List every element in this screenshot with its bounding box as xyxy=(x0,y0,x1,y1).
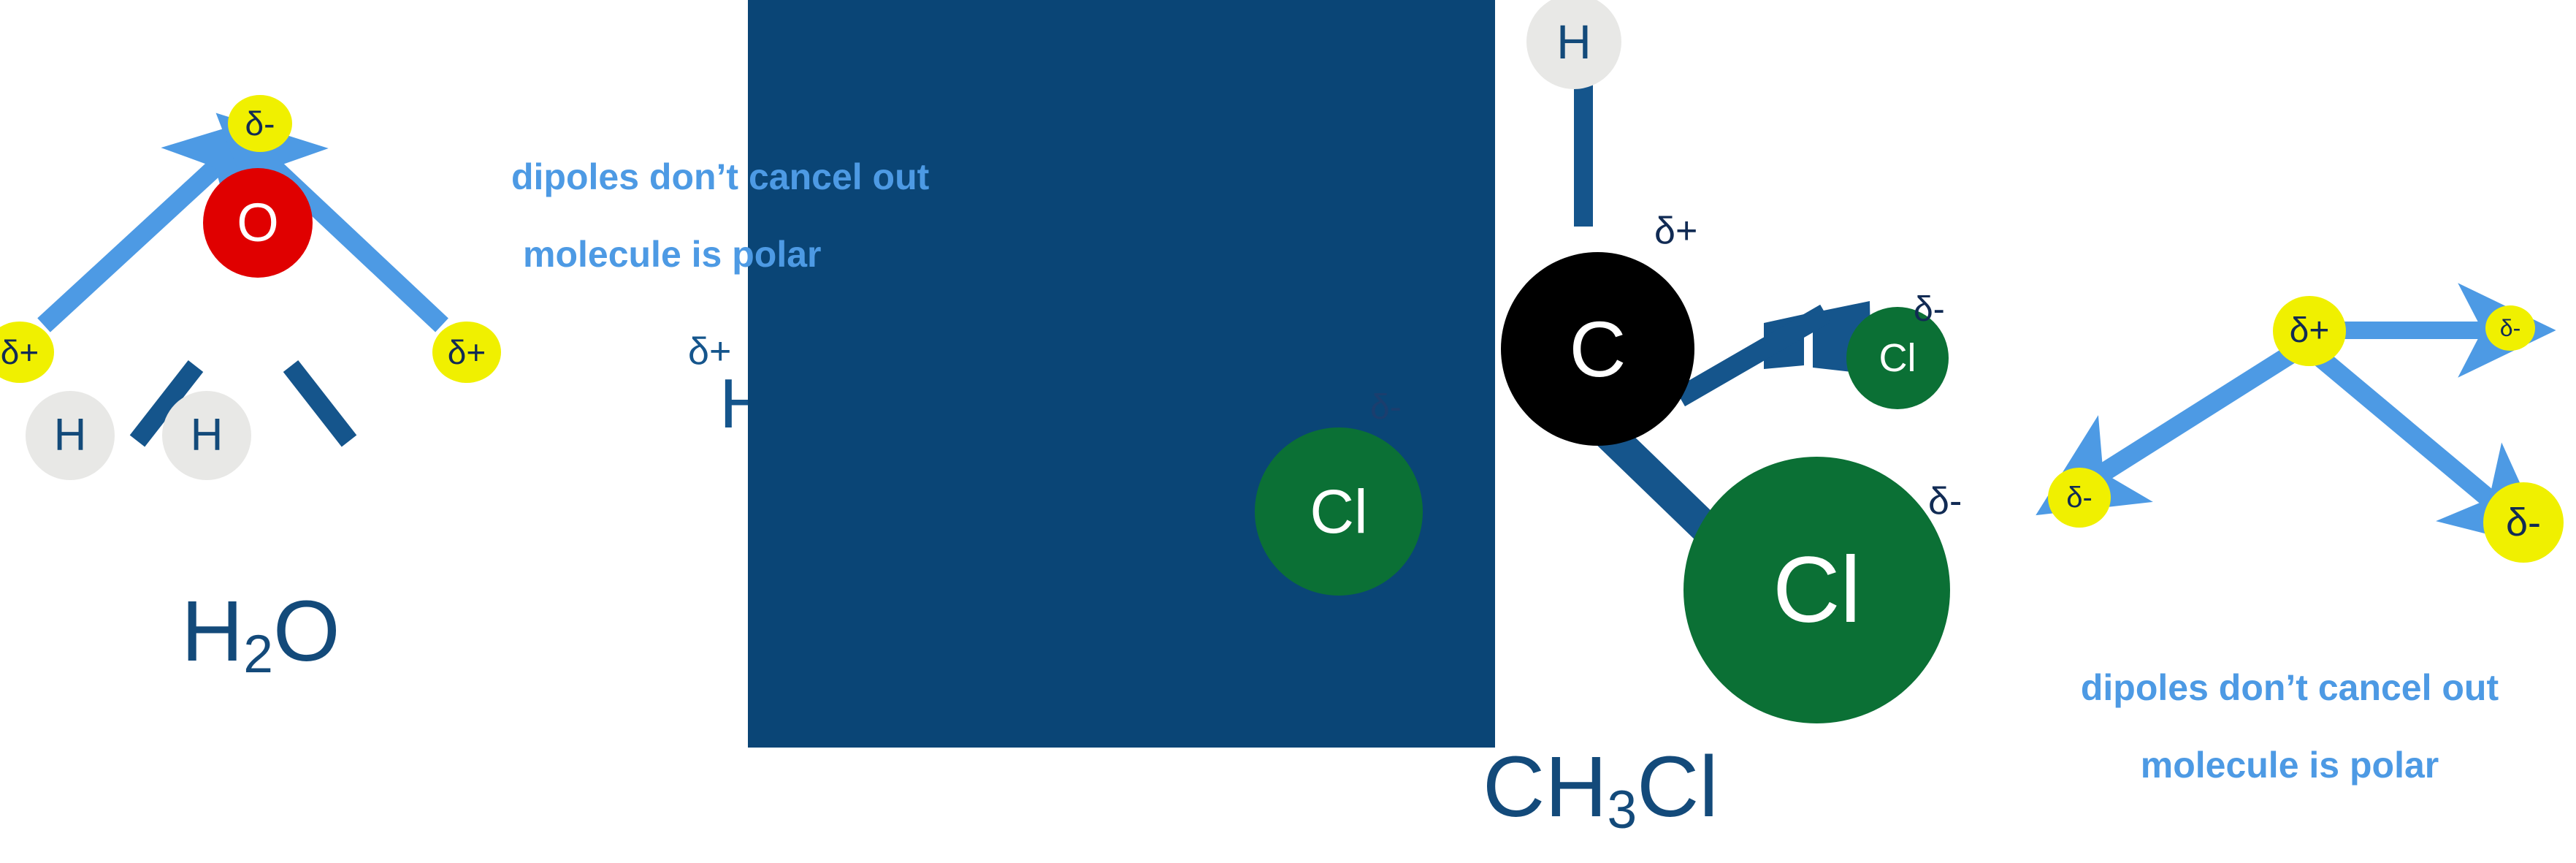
charge-delta-minus-chlorine-small: δ- xyxy=(1914,292,1945,327)
charge-label: δ+ xyxy=(2289,311,2330,350)
dipole-target-lower-left: δ- xyxy=(2048,468,2111,528)
dipole-caption-line-1: dipoles don’t cancel out xyxy=(2080,667,2499,708)
atom-hydrogen-left: H xyxy=(26,391,115,480)
atom-label: C xyxy=(1569,304,1627,393)
charge-delta-minus-chlorine-left: δ- xyxy=(1370,390,1402,425)
atom-oxygen: O xyxy=(203,168,313,278)
charge-label: δ- xyxy=(1928,480,1962,522)
formula-water: H2O xyxy=(181,588,340,681)
formula-subscript-3: 3 xyxy=(1607,780,1637,840)
charge-label: δ- xyxy=(2505,501,2542,544)
center-caption-line-1: dipoles don’t cancel out xyxy=(511,156,930,197)
charge-delta-minus-chlorine-large: δ- xyxy=(1928,482,1962,520)
charge-label: δ+ xyxy=(688,330,732,373)
atom-hydrogen-right: H xyxy=(162,391,251,480)
charge-label: δ+ xyxy=(1654,210,1698,252)
charge-label: δ+ xyxy=(447,333,486,371)
center-caption-line-2: molecule is polar xyxy=(523,234,822,275)
atom-label: H xyxy=(53,410,87,460)
atom-hydrogen-top: H xyxy=(1526,0,1621,89)
dipole-target-right: δ- xyxy=(2485,305,2535,351)
formula-part-o: O xyxy=(272,583,340,680)
bond-c-cl-left xyxy=(1675,304,1831,407)
charge-delta-plus-right: δ+ xyxy=(432,322,501,383)
charge-label: δ+ xyxy=(0,333,39,371)
obscured-charge-delta-plus-h: δ+ xyxy=(688,332,731,370)
dipole-vector-caption: dipoles don’t cancel out molecule is pol… xyxy=(2001,630,2576,824)
charge-label: δ- xyxy=(245,104,275,142)
charge-delta-plus-carbon: δ+ xyxy=(1654,212,1697,250)
atom-label: Cl xyxy=(1879,336,1916,380)
atom-label: O xyxy=(237,192,279,253)
atom-label: H xyxy=(190,410,223,460)
dipole-target-lower-right: δ- xyxy=(2483,482,2564,563)
bond-o-h-right xyxy=(283,360,357,447)
formula-subscript-2: 2 xyxy=(243,624,273,685)
dipole-caption-line-2: molecule is polar xyxy=(2140,745,2439,786)
atom-label: Cl xyxy=(1773,537,1861,642)
atom-chlorine-left: Cl xyxy=(1255,427,1423,596)
atom-label: H xyxy=(1556,15,1591,69)
formula-part-h: H xyxy=(181,583,244,680)
atom-chlorine-bottom-large: Cl xyxy=(1683,457,1950,723)
formula-chloromethane: CH3Cl xyxy=(1483,744,1719,837)
charge-delta-minus-oxygen: δ- xyxy=(228,95,292,152)
formula-part-ch: CH xyxy=(1483,739,1608,835)
charge-label: δ- xyxy=(2066,482,2092,514)
navy-cover-rectangle xyxy=(748,0,1495,748)
charge-label: δ- xyxy=(1370,388,1402,427)
charge-label: δ- xyxy=(1914,290,1945,329)
atom-chlorine-right-small: Cl xyxy=(1846,307,1949,409)
dipole-center-delta-plus: δ+ xyxy=(2273,296,2346,366)
dipole-arrow-left xyxy=(37,113,275,332)
charge-label: δ- xyxy=(2499,315,2521,341)
atom-label: Cl xyxy=(1310,477,1368,546)
formula-part-cl: Cl xyxy=(1637,739,1719,835)
dipole-vector-lower-left xyxy=(2036,339,2307,516)
center-caption: dipoles don’t cancel out molecule is pol… xyxy=(511,119,1139,313)
charge-delta-plus-left: δ+ xyxy=(0,322,54,383)
bond-c-h xyxy=(1574,80,1593,227)
dipole-vector-lower-right xyxy=(2312,349,2550,550)
atom-carbon: C xyxy=(1501,252,1694,446)
